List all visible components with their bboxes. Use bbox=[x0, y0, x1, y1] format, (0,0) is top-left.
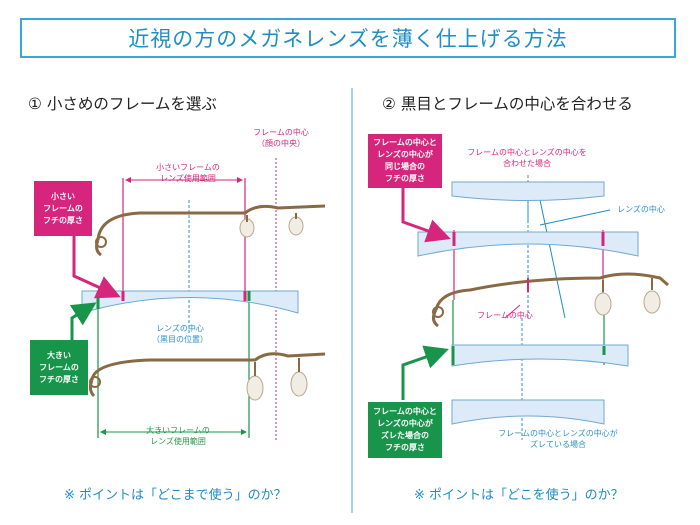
column-divider bbox=[351, 88, 353, 513]
left-small-frame bbox=[95, 204, 326, 257]
left-small-range-label: 小さいフレームの レンズ使用範囲 bbox=[156, 163, 220, 183]
right-matched-label: フレームの中心とレンズの中心を 合わせた場合 bbox=[467, 148, 587, 168]
right-matched-callout: フレームの中心と レンズの中心が 同じ場合の フチの厚さ bbox=[368, 134, 442, 188]
left-heading: ① 小さめのフレームを選ぶ bbox=[28, 95, 217, 113]
left-large-frame-callout: 大きい フレームの フチの厚さ bbox=[30, 340, 88, 395]
right-lenses bbox=[417, 181, 639, 425]
left-large-frame bbox=[88, 352, 326, 401]
right-frame bbox=[431, 272, 669, 328]
left-frame-center-label: フレームの中心 （顔の中央） bbox=[253, 128, 309, 148]
left-lens-center-label: レンズの中心 （黒目の位置） bbox=[152, 324, 208, 344]
title-box: 近視の方のメガネレンズを薄く仕上げる方法 bbox=[20, 18, 676, 58]
left-point-note: ※ ポイントは「どこまで使う」のか？ bbox=[64, 488, 287, 503]
left-small-frame-callout: 小さい フレームの フチの厚さ bbox=[34, 181, 92, 236]
right-shifted-label: フレームの中心とレンズの中心が ズレている場合 bbox=[498, 429, 618, 449]
page-title: 近視の方のメガネレンズを薄く仕上げる方法 bbox=[128, 27, 568, 51]
right-frame-center-label: フレームの中心 bbox=[477, 311, 533, 320]
right-point-note: ※ ポイントは「どこを使う」のか？ bbox=[414, 488, 624, 503]
right-shifted-callout: フレームの中心と レンズの中心が ズレた場合の フチの厚さ bbox=[368, 402, 442, 458]
left-large-range-label: 大きいフレームの レンズ使用範囲 bbox=[146, 426, 210, 446]
right-lens-center-label: レンズの中心 bbox=[617, 205, 665, 214]
right-heading: ② 黒目とフレームの中心を合わせる bbox=[382, 95, 633, 113]
